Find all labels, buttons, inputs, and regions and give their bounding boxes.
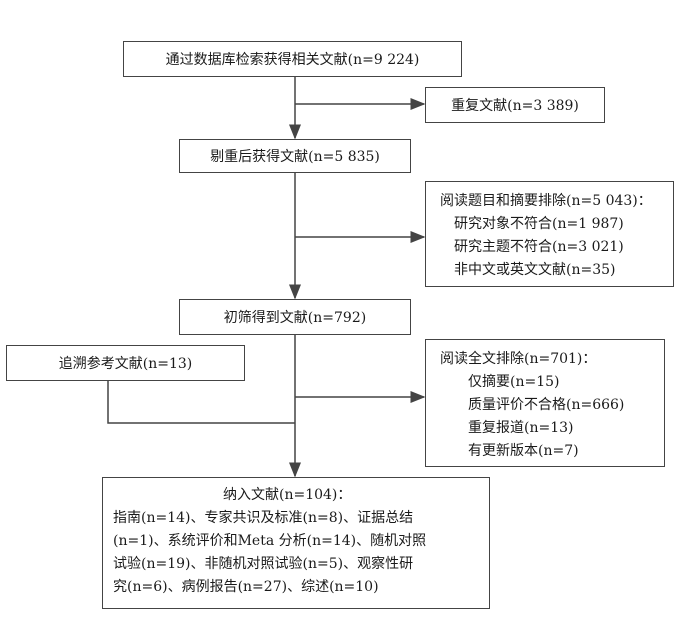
box-reference-tracing: 追溯参考文献(n=13) (6, 345, 245, 381)
exclusion-item: 有更新版本(n=7) (468, 443, 579, 459)
box-fulltext-exclusion: 阅读全文排除(n=701)： 仅摘要(n=15) 质量评价不合格(n=666) … (425, 339, 665, 467)
exclusion-item: 仅摘要(n=15) (468, 374, 560, 390)
box-reference-tracing-text: 追溯参考文献(n=13) (58, 356, 193, 372)
included-title: 纳入文献(n=104)： (223, 487, 352, 503)
box-initial-screen: 初筛得到文献(n=792) (179, 299, 411, 335)
exclusion-item: 重复报道(n=13) (468, 420, 574, 436)
box-after-dedup: 剔重后获得文献(n=5 835) (179, 139, 411, 173)
exclusion-item: 研究主题不符合(n=3 021) (454, 239, 624, 255)
included-line: (n=1)、系统评价和Meta 分析(n=14)、随机对照 (113, 533, 427, 549)
exclusion-item: 非中文或英文文献(n=35) (454, 262, 616, 278)
arrow-b6-merge (107, 380, 295, 424)
box-database-search: 通过数据库检索获得相关文献(n=9 224) (123, 41, 462, 77)
box-included: 纳入文献(n=104)： 指南(n=14)、专家共识及标准(n=8)、证据总结 … (102, 477, 490, 609)
included-line: 究(n=6)、病例报告(n=27)、综述(n=10) (113, 579, 379, 595)
box-initial-screen-text: 初筛得到文献(n=792) (223, 310, 367, 326)
box-duplicates-text: 重复文献(n=3 389) (451, 98, 579, 114)
included-line: 指南(n=14)、专家共识及标准(n=8)、证据总结 (113, 510, 414, 526)
title-abstract-exclusion-title: 阅读题目和摘要排除(n=5 043)： (440, 193, 652, 209)
box-after-dedup-text: 剔重后获得文献(n=5 835) (210, 149, 380, 165)
included-line: 试验(n=19)、非随机对照试验(n=5)、观察性研 (113, 556, 414, 572)
box-title-abstract-exclusion: 阅读题目和摘要排除(n=5 043)： 研究对象不符合(n=1 987) 研究主… (425, 181, 674, 287)
box-database-search-text: 通过数据库检索获得相关文献(n=9 224) (165, 52, 420, 68)
exclusion-item: 质量评价不合格(n=666) (468, 397, 625, 413)
exclusion-item: 研究对象不符合(n=1 987) (454, 216, 624, 232)
box-duplicates: 重复文献(n=3 389) (425, 87, 605, 123)
fulltext-exclusion-title: 阅读全文排除(n=701)： (440, 351, 597, 367)
